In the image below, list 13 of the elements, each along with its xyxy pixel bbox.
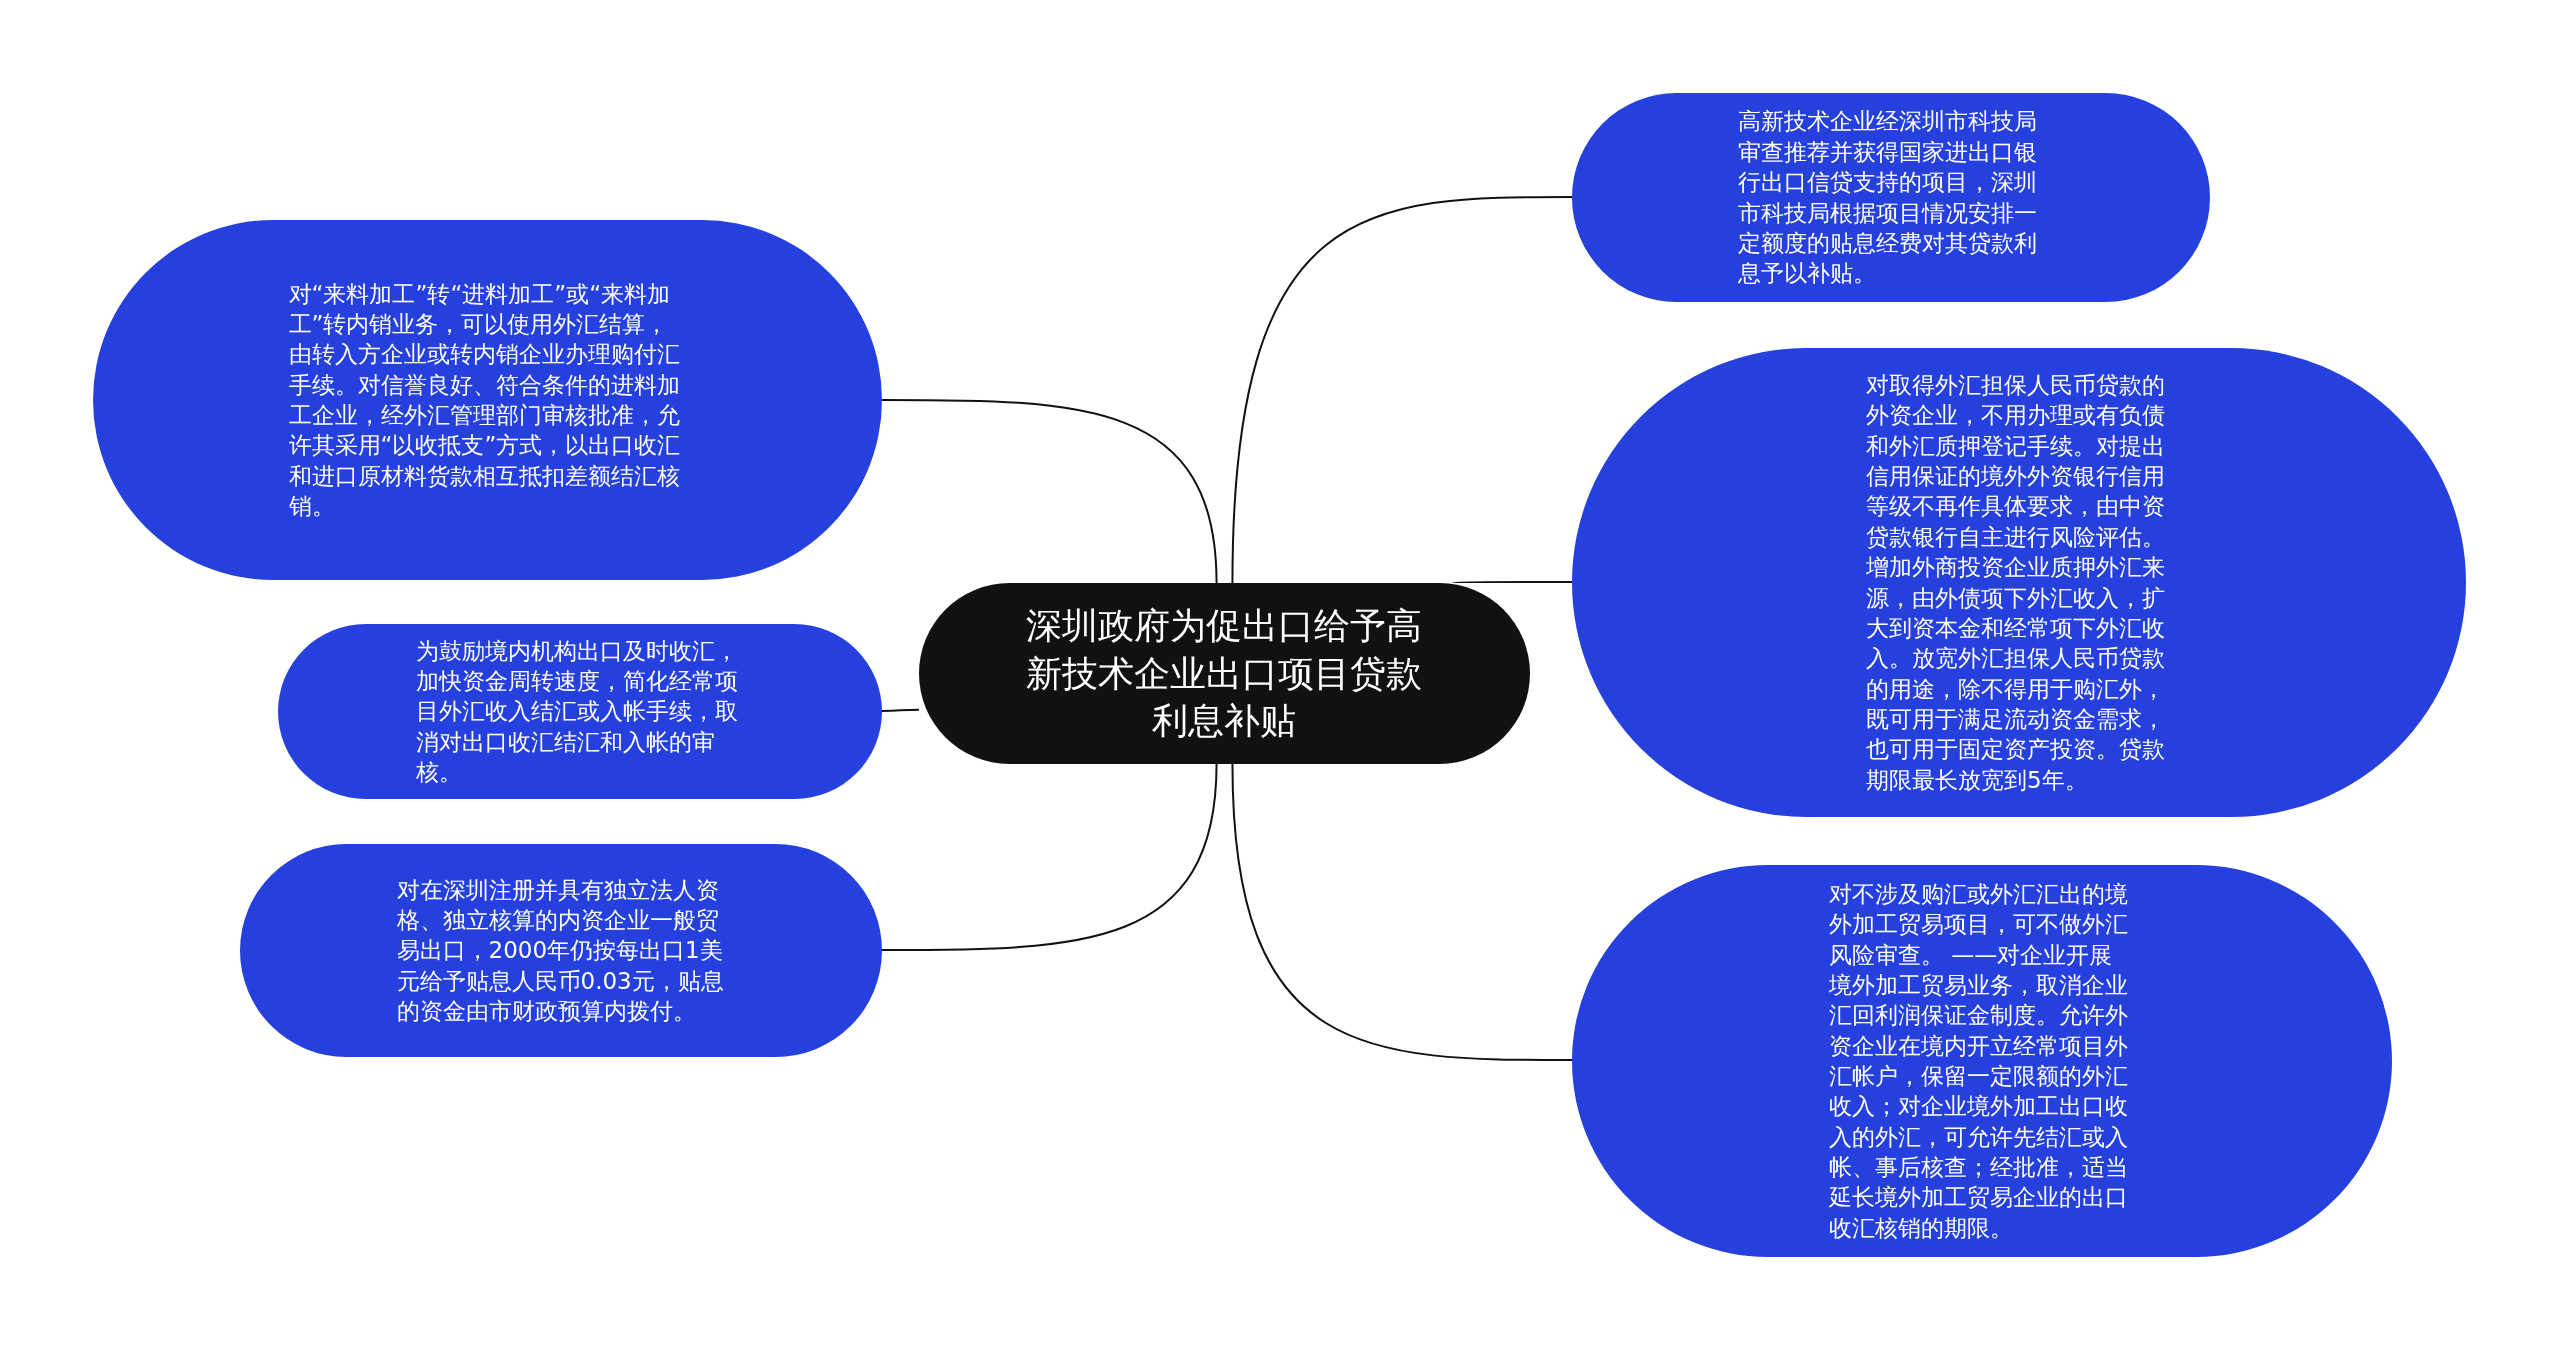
connector-line [881, 399, 1218, 584]
connector-line [881, 708, 920, 712]
connector-line [881, 763, 1218, 951]
topic-text: 为鼓励境内机构出口及时收汇，加快资金周转速度，简化经常项目外汇收入结汇或入帐手续，取消对出口收汇结汇和入帐的审核。 [415, 636, 739, 788]
topic-title: 深圳政府为促出口给予高新技术企业出口项目贷款利息补贴 [1025, 604, 1424, 744]
topic-text: 高新技术企业经深圳市科技局审查推荐并获得国家进出口银行出口信贷支持的项目，深圳市科技局根据项目情况安排一定额度的贴息经费对其贷款利息予以补贴。 [1738, 107, 2039, 289]
connector-line [1451, 581, 1573, 584]
topic-text: 对取得外汇担保人民币贷款的外资企业，不用办理或有负债和外汇质押登记手续。对提出信用保证的境外外资银行信用等级不再作具体要求，由中资贷款银行自主进行风险评估。增加外商投资企业质押外汇来源，由外债项下外汇收入，扩大到资本金和经常项下外汇收入。放宽外汇担保人民币贷款的用途，除不得用于购汇外，既可用于满足流动资金需求，也可用于固定资产投资。贷款期限最长放宽到5年。 [1866, 371, 2167, 795]
connector-line [1231, 196, 1573, 584]
topic-text: 对“来料加工”转“进料加工”或“来料加工”转内销业务，可以使用外汇结算，由转入方企业或转内销企业办理购付汇手续。对信誉良好、符合条件的进料加工企业，经外汇管理部门审核批准，允许其采用“以收抵支”方式，以出口收汇和进口原材料货款相互抵扣差额结汇核销。 [288, 279, 682, 522]
topic-text: 对不涉及购汇或外汇汇出的境外加工贸易项目，可不做外汇风险审查。 ——对企业开展境外加工贸易业务，取消企业汇回利润保证金制度。允许外资企业在境内开立经常项目外汇帐户，保留一定限额的外汇收入；对企业境外加工出口收入的外汇，可允许先结汇或入帐、事后核查；经批准，适当延长境外加工贸易企业的出口收汇核销的期限。 [1829, 879, 2130, 1243]
topic-text: 对在深圳注册并具有独立法人资格、独立核算的内资企业一般贸易出口，2000年仍按每出口1美元给予贴息人民币0.03元，贴息的资金由市财政预算内拨付。 [396, 875, 725, 1027]
connector-line [1231, 763, 1573, 1061]
